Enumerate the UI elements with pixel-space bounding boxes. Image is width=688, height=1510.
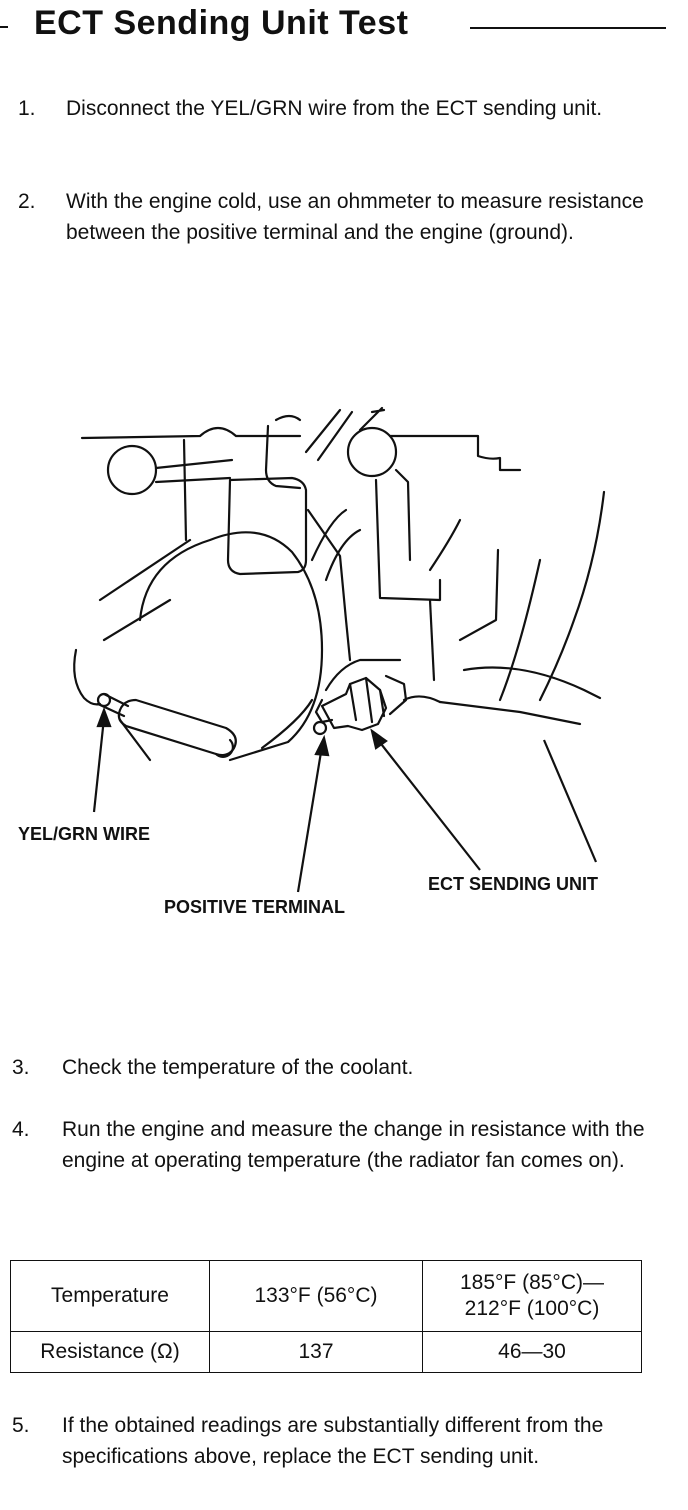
temperature-header: Temperature xyxy=(10,1260,210,1332)
positive-terminal-label: POSITIVE TERMINAL xyxy=(164,897,346,917)
ect-sending-unit-diagram xyxy=(73,406,606,893)
resistance-hot: 46—30 xyxy=(422,1331,642,1373)
wire-connector xyxy=(117,698,237,757)
ect-sending-unit-label: ECT SENDING UNIT xyxy=(428,874,599,894)
table-row: Temperature 133°F (56°C) 185°F (85°C)— 2… xyxy=(10,1260,642,1332)
temperature-cold: 133°F (56°C) xyxy=(209,1260,423,1332)
resistance-cold: 137 xyxy=(209,1331,423,1373)
step-number: 5. xyxy=(12,1414,30,1437)
page-title: ECT Sending Unit Test xyxy=(34,4,409,42)
step-number: 2. xyxy=(18,190,36,213)
step-number: 1. xyxy=(18,97,36,120)
title-row: ECT Sending Unit Test xyxy=(0,0,688,52)
temperature-hot-line-2: 212°F (100°C) xyxy=(464,1297,600,1320)
step-number: 4. xyxy=(12,1118,30,1141)
boss-outline xyxy=(226,476,308,576)
step-text: If the obtained readings are substantial… xyxy=(62,1414,604,1468)
step-text: Check the temperature of the coolant. xyxy=(62,1056,414,1079)
leader-positive xyxy=(296,745,324,893)
ect-sending-unit xyxy=(320,676,388,732)
positive-terminal-tip xyxy=(312,720,328,736)
housing-top-edge xyxy=(80,426,302,440)
title-dash xyxy=(0,26,8,28)
step-text: Disconnect the YEL/GRN wire from the ECT… xyxy=(66,97,603,120)
title-rule xyxy=(470,27,666,29)
temperature-hot-line-1: 185°F (85°C)— xyxy=(459,1271,604,1294)
yel-grn-wire-label: YEL/GRN WIRE xyxy=(18,824,151,844)
leader-ect xyxy=(377,739,481,871)
step-text: Run the engine and measure the change in… xyxy=(62,1118,645,1172)
bolt-left-outer xyxy=(106,444,158,496)
cylinder-body xyxy=(138,531,324,762)
step-number: 3. xyxy=(12,1056,30,1079)
bolt-right-outer xyxy=(346,426,398,478)
leader-yel-grn xyxy=(92,717,106,813)
step-text: With the engine cold, use an ohmmeter to… xyxy=(66,190,644,244)
temperature-hot: 185°F (85°C)— 212°F (100°C) xyxy=(422,1260,642,1332)
resistance-spec-table: Temperature 133°F (56°C) 185°F (85°C)— 2… xyxy=(10,1260,642,1373)
resistance-header: Resistance (Ω) xyxy=(10,1331,210,1373)
table-row: Resistance (Ω) 137 46—30 xyxy=(10,1331,642,1373)
